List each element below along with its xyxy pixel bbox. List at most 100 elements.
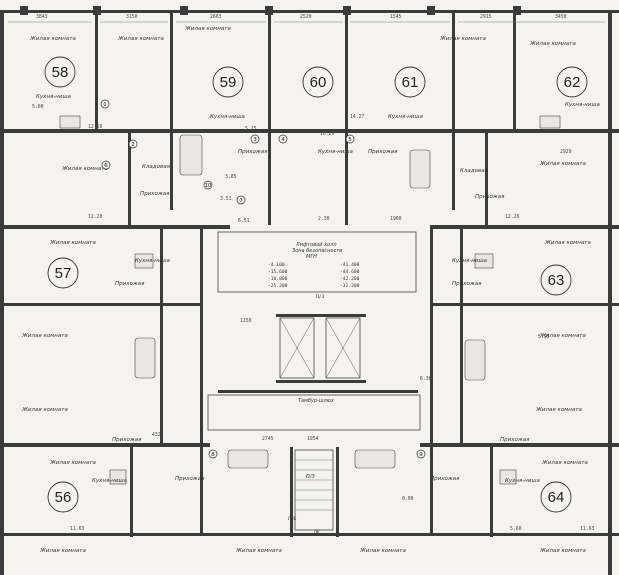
- room-label-62-hallway: Прихожая: [475, 194, 505, 200]
- dim-text-14-27: 14.27: [350, 114, 365, 120]
- left-block-wall-1: [0, 225, 230, 229]
- door-node-7-label: 7: [239, 198, 243, 204]
- room-label-56-hallway: Прихожая: [175, 476, 205, 482]
- dim-text-12-69: 12.69: [88, 124, 103, 130]
- door-node-10: [203, 180, 213, 190]
- room-label-63-hallway: Прихожая: [452, 281, 482, 287]
- wall-61-62: [452, 10, 455, 210]
- room-label-63-hallway-b: Прихожая: [500, 437, 530, 443]
- wall-62-inner: [513, 10, 516, 130]
- wall-56-inner: [130, 447, 133, 537]
- door-node-10-label: 10: [205, 183, 212, 189]
- vestibule-wall: [218, 390, 418, 393]
- stove-58: [59, 115, 81, 129]
- dim-text-1954: 1954: [307, 436, 319, 442]
- stove-62: [539, 115, 561, 129]
- door-node-2-label: 2: [131, 142, 135, 148]
- room-label-61-living: Жилая комната: [439, 36, 486, 42]
- right-block-inner-wall: [460, 225, 463, 445]
- apt-circle-56: [47, 481, 79, 513]
- elevator-bottom-wall: [276, 380, 366, 383]
- apt-number-56: 56: [55, 489, 72, 506]
- wall-58-59: [95, 10, 98, 130]
- apt-number-64: 64: [548, 489, 565, 506]
- dim-text-5-95: 5.95: [538, 334, 550, 340]
- elevator-shaft-2: [325, 317, 361, 379]
- elevator-1-cross-b: [279, 317, 315, 379]
- bottom-wall: [0, 533, 619, 536]
- vestibule-outline: [207, 394, 421, 431]
- apt-circle-60: [302, 66, 334, 98]
- room-label-62-living: Жилая комната: [529, 41, 576, 47]
- room-label-56-living-b: Жилая комната: [39, 548, 86, 554]
- bathtub-64: [354, 449, 396, 469]
- dim-text-1545: 1545: [390, 14, 402, 20]
- apt-circle-62: [556, 66, 588, 98]
- door-node-3: [250, 134, 260, 144]
- room-label-58-kitchen: Кухня-ниша: [36, 94, 72, 100]
- top-wall: [0, 10, 619, 13]
- apt-circle-64: [540, 481, 572, 513]
- apt-circle-58: [44, 56, 76, 88]
- apt-number-62: 62: [564, 74, 581, 91]
- elev-mark-b: -15.600: [268, 269, 288, 275]
- elev-mark-e: -41.400: [340, 262, 360, 268]
- dim-text-12: 12.20: [88, 214, 103, 220]
- dim-text-6-51: 6.51: [238, 218, 250, 224]
- dim-text-6-36: 6.36: [420, 376, 432, 382]
- dim-text-12-26: 12.26: [505, 214, 520, 220]
- room-label-60-kitchen: Кухня-ниша: [318, 149, 354, 155]
- room-label-56-living: Жилая комната: [49, 460, 96, 466]
- apt-number-63: 63: [548, 272, 565, 289]
- door-node-2: [128, 139, 138, 149]
- door-node-6-label: 6: [104, 163, 108, 169]
- apt-number-61: 61: [402, 74, 419, 91]
- dim-text-2915: 2915: [480, 14, 492, 20]
- stove-57: [134, 253, 154, 269]
- room-label-59-living: Жилая комната: [184, 26, 231, 32]
- left-outer-wall: [0, 10, 4, 575]
- right-block-wall-3: [420, 443, 619, 447]
- room-label-63-kitchen: Кухня-ниша: [452, 258, 488, 264]
- wall-59-60: [268, 10, 271, 225]
- elevator-hall-label-3: МГН: [306, 254, 317, 260]
- dim-text-2663: 2663: [210, 14, 222, 20]
- door-node-9: [416, 449, 426, 459]
- room-label-63-living-b: Жилая комната: [539, 333, 586, 339]
- left-block-wall-2: [0, 303, 200, 306]
- column-top-3: [180, 6, 188, 15]
- room-label-58-hallway: Прихожая: [140, 191, 170, 197]
- room-label-64-living-b: Жилая комната: [539, 548, 586, 554]
- elevator-hall-label-1: Лифтовой холл: [295, 242, 337, 248]
- room-label-61-hallway: Прихожая: [368, 149, 398, 155]
- wall-64-inner: [490, 447, 493, 537]
- room-label-58-living-2: Жилая комната: [117, 36, 164, 42]
- right-block-wall-2: [430, 303, 619, 306]
- room-label-58-pantry: Кладовая: [142, 164, 171, 170]
- dim-text-3-51: 3.51: [220, 196, 232, 202]
- column-top-1: [20, 6, 28, 15]
- dim-text-11-63-b: 11.63: [580, 526, 595, 532]
- stove-64: [499, 469, 517, 485]
- elevator-hall-outline: [217, 231, 417, 293]
- room-label-57-living-b: Жилая комната: [21, 333, 68, 339]
- wall-59-left: [170, 10, 173, 210]
- door-node-4-label: 4: [281, 137, 285, 143]
- dim-text-3-85: 3.85: [225, 174, 237, 180]
- door-node-7: [236, 195, 246, 205]
- dim-text-5-25: 5.25: [245, 126, 257, 132]
- door-node-3-label: 3: [253, 137, 257, 143]
- stove-63: [474, 253, 494, 269]
- apt-circle-59: [212, 66, 244, 98]
- upper-corridor-wall-top: [0, 129, 619, 133]
- column-top-4: [265, 6, 273, 15]
- door-node-8: [208, 449, 218, 459]
- room-label-57-hallway-b: Прихожая: [112, 437, 142, 443]
- elevator-hall-label-2: Зона безопасности: [292, 248, 343, 254]
- elev-mark-c: -18.800: [268, 276, 288, 282]
- door-node-6: [101, 160, 111, 170]
- right-outer-wall: [608, 10, 612, 575]
- column-top-2: [93, 6, 101, 15]
- door-node-1: [100, 99, 110, 109]
